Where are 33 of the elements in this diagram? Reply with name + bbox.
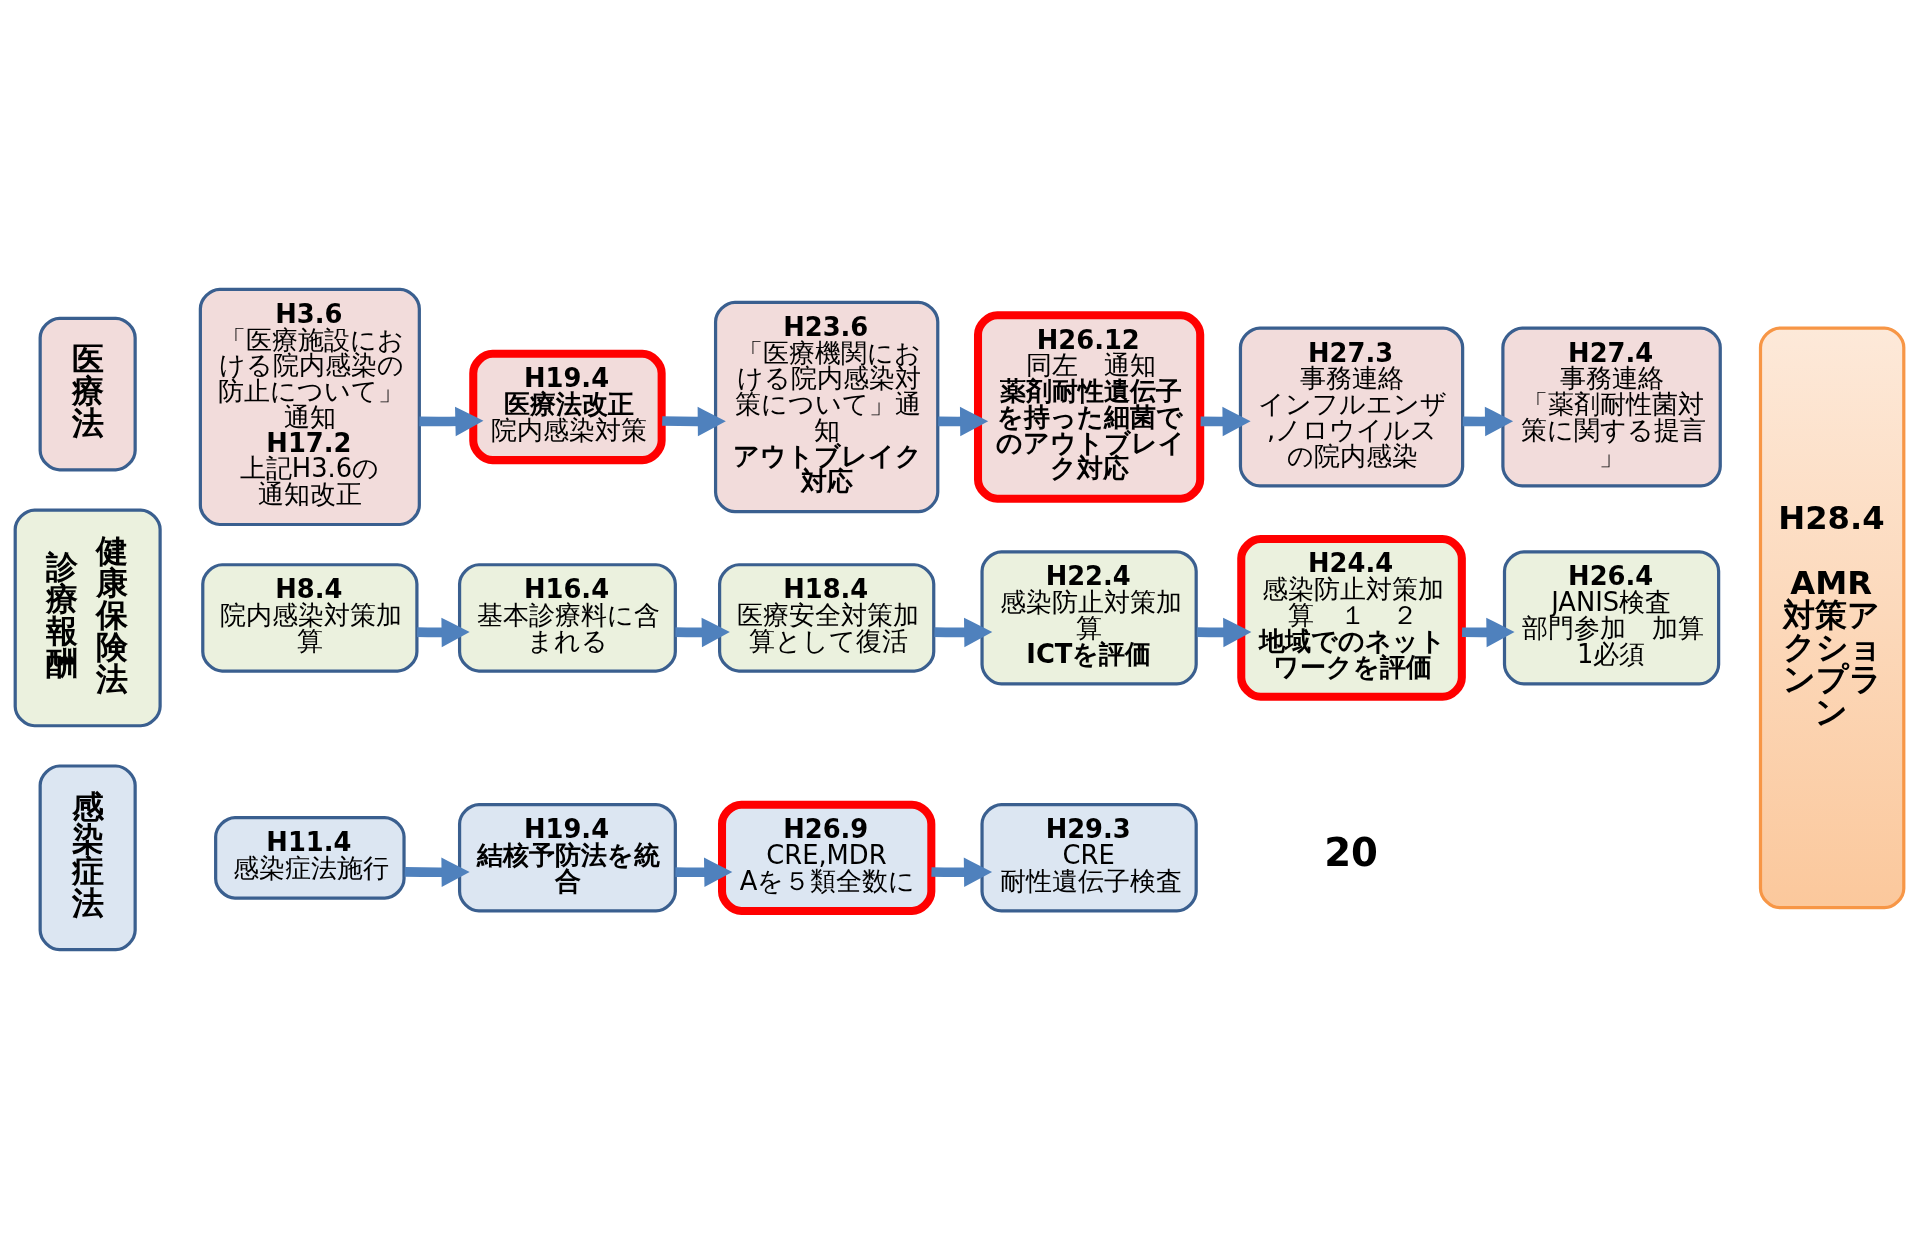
node-box: H19.4 結核予防法を統合 xyxy=(457,803,677,913)
node-box: H27.4 事務連絡 「薬剤耐性菌対策に関する提言」 xyxy=(1501,326,1722,488)
node-box: H26.12 同左 通知 薬剤耐性遺伝子を持った細菌でのアウトブレイク対応 xyxy=(974,311,1205,503)
node-box: H3.6 「医療施設における院内感染の防止について」通知 H17.2 上記H3.6の通知改正 xyxy=(198,287,421,527)
arrow xyxy=(1462,406,1514,437)
arrow xyxy=(417,617,470,648)
arrow xyxy=(931,857,993,888)
node-box: H29.3 CRE 耐性遺伝子検査 xyxy=(980,803,1198,913)
arrow xyxy=(934,617,993,648)
label: 20 xyxy=(1324,830,1378,876)
node-box: H26.4 JANIS検査部門参加 加算1必須 xyxy=(1502,550,1721,686)
node-box: H24.4 感染防止対策加算 １ ２ 地域でのネットワークを評価 xyxy=(1237,534,1466,701)
arrow xyxy=(1462,617,1515,648)
node-box: 感染症法 xyxy=(38,764,137,952)
node-box: H22.4 感染防止対策加算 ICTを評価 xyxy=(980,550,1198,686)
arrow xyxy=(404,857,470,888)
node-box: H28.4 AMR対策アクションプラン xyxy=(1758,326,1906,910)
node-box: H16.4 基本診療料に含まれる xyxy=(457,563,677,673)
arrow xyxy=(662,406,726,437)
node-box: H23.6 「医療機関における院内感染対策について」通知 アウトブレイク対応 xyxy=(713,300,940,514)
arrow xyxy=(1196,617,1252,648)
arrow xyxy=(675,857,733,888)
arrow xyxy=(938,406,989,437)
arrow xyxy=(675,617,730,648)
node-box: H18.4 医療安全対策加算として復活 xyxy=(718,563,936,673)
node-box: 医療法 xyxy=(38,316,137,472)
arrow xyxy=(1200,406,1251,437)
node-box: H27.3 事務連絡 インフルエンザ,ノロウイルスの院内感染 xyxy=(1238,326,1465,488)
arrow xyxy=(419,406,484,437)
node-box: H11.4 感染症法施行 xyxy=(214,815,406,900)
node-box: H26.9 CRE,MDRAを５類全数に xyxy=(718,800,936,915)
node-box: H19.4 医療法改正 院内感染対策 xyxy=(469,349,666,465)
node-box: H8.4 院内感染対策加算 xyxy=(201,563,419,673)
